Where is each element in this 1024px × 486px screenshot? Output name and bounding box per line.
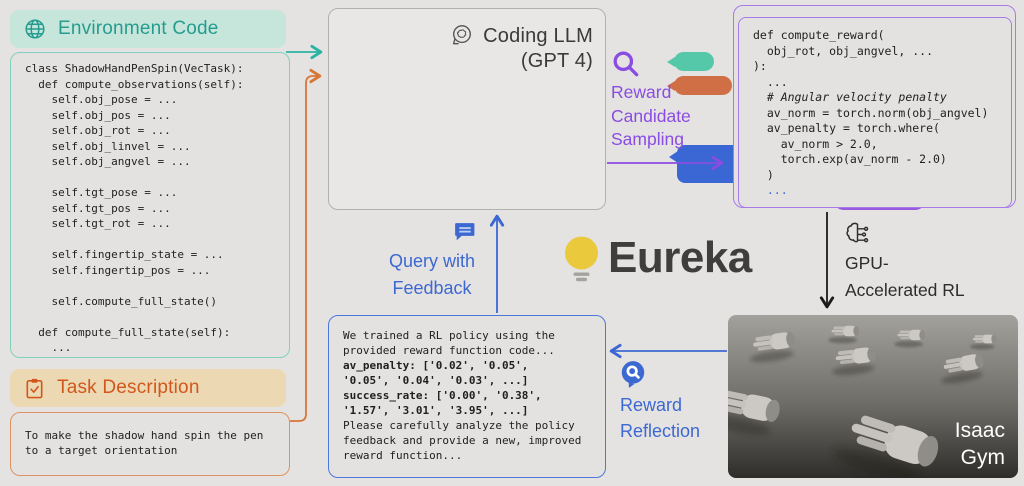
isaac-gym-panel: Isaac Gym <box>728 315 1018 478</box>
chat-bubble-environment <box>674 52 714 71</box>
task-description-title: Task Description <box>57 377 200 398</box>
robot-hands-render <box>728 315 1018 478</box>
task-description-text: To make the shadow hand spin the pen to … <box>25 429 264 457</box>
task-description-block: To make the shadow hand spin the pen to … <box>10 412 290 476</box>
reward-code-text-1: def compute_reward( obj_rot, obj_angvel,… <box>753 28 934 89</box>
feedback-av-penalty: av_penalty: ['0.02', '0.05', '0.05', '0.… <box>343 359 529 387</box>
environment-code-block: class ShadowHandPenSpin(VecTask): def co… <box>10 52 290 358</box>
clipboard-check-icon <box>26 378 43 398</box>
isaac-gym-label: Isaac Gym <box>954 419 1005 469</box>
feedback-success-rate: success_rate: ['0.00', '0.38', '1.57', '… <box>343 389 542 417</box>
environment-code-header: Environment Code <box>10 10 286 48</box>
globe-icon <box>25 19 45 39</box>
coding-llm-title: Coding LLM <box>483 25 593 47</box>
reward-code-comment: # Angular velocity penalty <box>753 90 947 104</box>
environment-code-text: class ShadowHandPenSpin(VecTask): def co… <box>25 62 244 354</box>
policy-feedback-box: We trained a RL policy using the provide… <box>328 315 606 478</box>
brain-head-icon <box>453 25 472 45</box>
environment-code-title: Environment Code <box>58 18 219 39</box>
magnifier-icon <box>613 51 639 77</box>
chat-bubble-task <box>674 76 732 95</box>
task-description-header: Task Description <box>10 369 286 407</box>
arrow-task-to-llm <box>290 68 322 422</box>
gpu-accelerated-rl-label: GPU- Accelerated RL <box>845 253 965 300</box>
coding-llm-subtitle: (GPT 4) <box>520 50 593 72</box>
reward-reflection-label: Reward Reflection <box>620 395 701 441</box>
lightbulb-icon <box>565 236 598 282</box>
feedback-intro: We trained a RL policy using the provide… <box>343 329 555 357</box>
query-with-feedback-label: Query with Feedback <box>388 251 476 298</box>
brain-circuit-icon <box>846 222 869 243</box>
coding-llm-box: Coding LLM (GPT 4) <box>328 8 925 210</box>
reward-code-card: def compute_reward( obj_rot, obj_angvel,… <box>738 17 1012 208</box>
chat-bubble-icon <box>455 223 475 241</box>
reward-code-text-2: av_norm = torch.norm(obj_angvel) av_pena… <box>766 105 989 182</box>
reward-reflection-icon <box>621 361 645 388</box>
reward-code-ellipsis: ... <box>753 183 788 197</box>
reward-candidate-sampling-label: Reward Candidate Sampling <box>611 82 691 149</box>
coding-llm-title-block: Coding LLM (GPT 4) <box>448 23 593 73</box>
feedback-outro: Please carefully analyze the policy feed… <box>343 419 582 462</box>
eureka-wordmark: Eureka <box>608 233 752 282</box>
